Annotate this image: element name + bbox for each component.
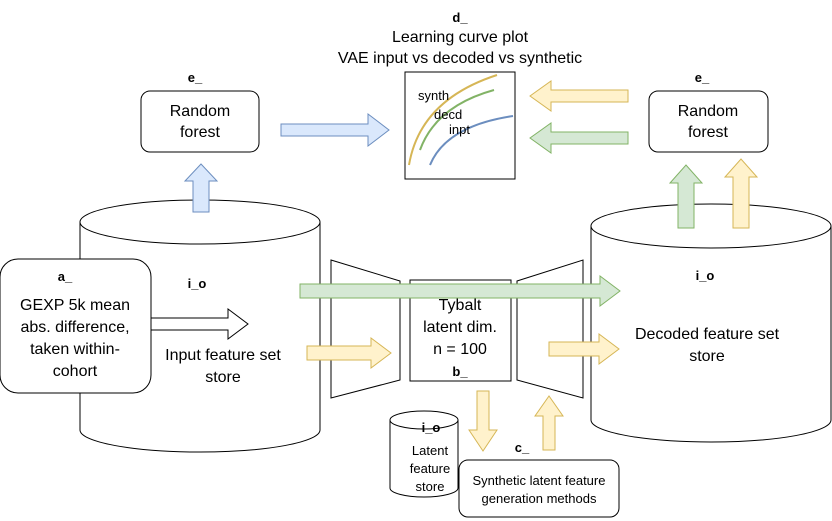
random-forest-right-box xyxy=(648,90,769,153)
yellow-arrow-down xyxy=(468,390,498,452)
tybalt-line1: Tybalt xyxy=(439,297,482,314)
decd-curve xyxy=(419,89,495,151)
tybalt-tag: b_ xyxy=(452,364,468,379)
yellow-arrow-to-decoded xyxy=(548,333,620,365)
gexp-tag: a_ xyxy=(58,269,73,284)
gexp-line2: abs. difference, xyxy=(20,319,129,336)
gexp-line4: cohort xyxy=(53,363,98,380)
rf-right-line1: Random xyxy=(678,103,738,120)
decoded-store-tag: i_o xyxy=(696,268,715,283)
tybalt-line2: latent dim. xyxy=(423,319,497,336)
latent-store-line2: feature xyxy=(410,461,450,476)
synth-label: synth xyxy=(418,88,449,103)
latent-store-cylinder xyxy=(389,410,459,498)
synthetic-generation-box xyxy=(458,459,620,518)
inpt-label: inpt xyxy=(449,122,470,137)
latent-store-line1: Latent xyxy=(412,443,449,458)
input-store-line1: Input feature set xyxy=(165,347,281,364)
gexp-line3: taken within- xyxy=(30,341,120,358)
input-store-tag: i_o xyxy=(188,276,207,291)
synth-curve xyxy=(408,74,498,166)
synthetic-line1: Synthetic latent feature xyxy=(473,473,606,488)
green-arrow-up xyxy=(668,164,704,229)
rf-left-line2: forest xyxy=(180,124,221,141)
synthetic-tag: c_ xyxy=(515,440,530,455)
yellow-arrow-up xyxy=(723,158,759,229)
latent-store-tag: i_o xyxy=(422,420,441,435)
yellow-arrow-to-tybalt xyxy=(306,337,392,369)
blue-arrow-up xyxy=(183,163,219,213)
decoded-store-line1: Decoded feature set xyxy=(635,326,780,343)
rf-right-tag: e_ xyxy=(695,70,710,85)
encoder-shape xyxy=(330,259,401,399)
decoded-store-line2: store xyxy=(689,348,725,365)
rf-left-tag: e_ xyxy=(188,70,203,85)
random-forest-left-box xyxy=(140,90,260,153)
gexp-line1: GEXP 5k mean xyxy=(20,297,130,314)
tybalt-line3: n = 100 xyxy=(433,341,487,358)
rf-right-line2: forest xyxy=(688,124,729,141)
green-arrow-long xyxy=(299,275,621,307)
rf-left-line1: Random xyxy=(170,103,230,120)
white-arrow-right xyxy=(150,308,249,340)
plot-curves xyxy=(408,74,514,166)
inpt-curve xyxy=(429,115,514,166)
synthetic-line2: generation methods xyxy=(482,491,597,506)
plot-title-line2: VAE input vs decoded vs synthetic xyxy=(338,50,582,67)
plot-title-line1: Learning curve plot xyxy=(392,29,529,46)
plot-tag: d_ xyxy=(452,10,468,25)
decoder-shape xyxy=(516,259,584,399)
decoded-store-cylinder xyxy=(590,203,832,443)
blue-arrow-right xyxy=(280,112,390,148)
green-arrow-left xyxy=(529,122,629,154)
yellow-arrow-left xyxy=(529,80,629,112)
input-store-line2: store xyxy=(205,369,241,386)
latent-store-line3: store xyxy=(416,479,445,494)
yellow-arrow-up-to-decoder xyxy=(534,395,564,451)
decd-label: decd xyxy=(434,107,462,122)
